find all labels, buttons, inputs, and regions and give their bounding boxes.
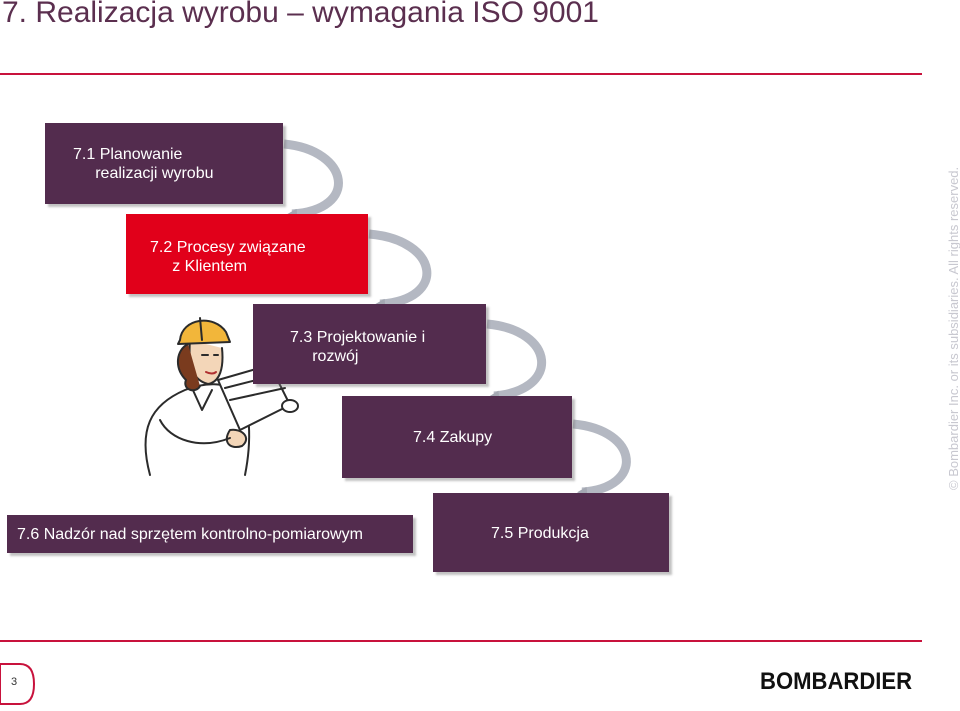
step-7-3-box: 7.3 Projektowanie i rozwój: [253, 304, 486, 384]
step-7-2-box: 7.2 Procesy związane z Klientem: [126, 214, 368, 294]
copyright-note: © Bombardier Inc. or its subsidiaries. A…: [946, 166, 960, 490]
page-title: 7. Realizacja wyrobu – wymagania ISO 900…: [2, 0, 599, 29]
curved-arrow-icon: [283, 139, 343, 219]
company-logo: BOMBARDIER: [760, 668, 913, 695]
page-number: 3: [11, 676, 18, 688]
curved-arrow-icon: [368, 229, 432, 309]
step-7-1-box: 7.1 Planowanie realizacji wyrobu: [45, 123, 283, 204]
curved-arrow-icon: [572, 419, 631, 497]
step-7-3-label: 7.3 Projektowanie i rozwój: [290, 329, 426, 365]
page-number-badge: 3: [0, 662, 36, 711]
step-7-5-label: 7.5 Produkcja: [491, 525, 589, 542]
step-7-2-label: 7.2 Procesy związane z Klientem: [150, 239, 306, 275]
step-7-1-label: 7.1 Planowanie realizacji wyrobu: [73, 146, 214, 182]
step-7-6-box: 7.6 Nadzór nad sprzętem kontrolno-pomiar…: [7, 515, 413, 553]
step-7-4-box: 7.4 Zakupy: [342, 396, 572, 478]
page-number-tab-icon: [0, 663, 36, 705]
step-7-4-label: 7.4 Zakupy: [413, 429, 493, 446]
title-divider: [0, 73, 922, 75]
curved-arrow-icon: [486, 319, 547, 401]
step-7-5-box: 7.5 Produkcja: [433, 493, 669, 572]
step-7-6-label: 7.6 Nadzór nad sprzętem kontrolno-pomiar…: [17, 526, 363, 543]
footer-divider: [0, 640, 922, 642]
